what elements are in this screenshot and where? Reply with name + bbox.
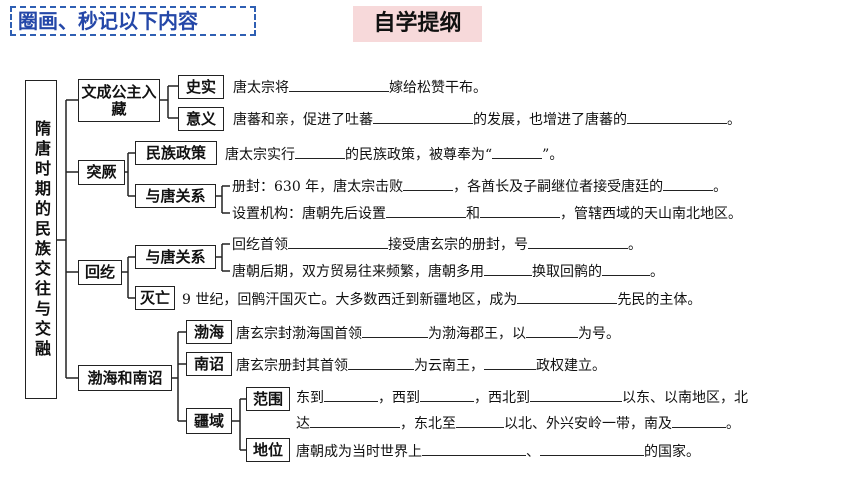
label-tujue-relation: 与唐关系 <box>135 184 216 208</box>
line-wencheng-fact: 唐太宗将嫁给松赞干布。 <box>233 80 487 96</box>
line-nanzhao: 唐玄宗册封其首领为云南王，政权建立。 <box>236 358 606 374</box>
label-miewang: 灭亡 <box>135 286 175 310</box>
line-fanwei-1: 东到，西到，西北到以东、以南地区，北 <box>296 390 748 406</box>
line-huihe-trade: 唐朝后期，双方贸易往来频繁，唐朝多用换取回鹘的。 <box>232 264 664 280</box>
label-jiangyu: 疆域 <box>186 408 232 434</box>
label-diwei: 地位 <box>246 438 290 462</box>
label-huihe-relation: 与唐关系 <box>135 245 216 269</box>
line-huihe-cefeng: 回纥首领接受唐玄宗的册封，号。 <box>232 237 642 253</box>
label-bohai: 渤海 <box>186 320 232 344</box>
line-huihe-miewang: 9 世纪，回鹘汗国灭亡。大多数西迁到新疆地区，成为先民的主体。 <box>182 292 702 308</box>
label-minzu-policy: 民族政策 <box>135 141 217 165</box>
line-diwei: 唐朝成为当时世界上、的国家。 <box>296 444 700 460</box>
line-tujue-jigou: 设置机构：唐朝先后设置和，管辖西域的天山南北地区。 <box>232 206 742 222</box>
section-tujue: 突厥 <box>78 160 125 185</box>
page-title: 自学提纲 <box>353 6 482 42</box>
label-fanwei: 范围 <box>246 387 290 411</box>
label-shishi: 史实 <box>178 75 224 99</box>
instruction-banner: 圈画、秒记以下内容 <box>10 6 256 36</box>
line-tujue-cefeng: 册封：630 年，唐太宗击败，各酋长及子嗣继位者接受唐廷的。 <box>232 179 728 195</box>
main-topic-box: 隋唐时期的民族交往与交融 <box>25 80 57 399</box>
label-yiyi: 意义 <box>178 107 224 131</box>
section-wencheng: 文成公主入藏 <box>78 79 160 122</box>
line-bohai: 唐玄宗封渤海国首领为渤海郡王，以为号。 <box>236 326 620 342</box>
label-nanzhao: 南诏 <box>186 352 232 376</box>
line-fanwei-2: 达，东北至以北、外兴安岭一带，南及。 <box>296 416 740 432</box>
section-huihe: 回纥 <box>78 260 122 285</box>
line-tujue-policy: 唐太宗实行的民族政策，被尊奉为“”。 <box>225 147 564 163</box>
section-bohai-nanzhao: 渤海和南诏 <box>78 365 172 391</box>
line-wencheng-meaning: 唐蕃和亲，促进了吐蕃的发展，也增进了唐蕃的。 <box>233 112 741 128</box>
